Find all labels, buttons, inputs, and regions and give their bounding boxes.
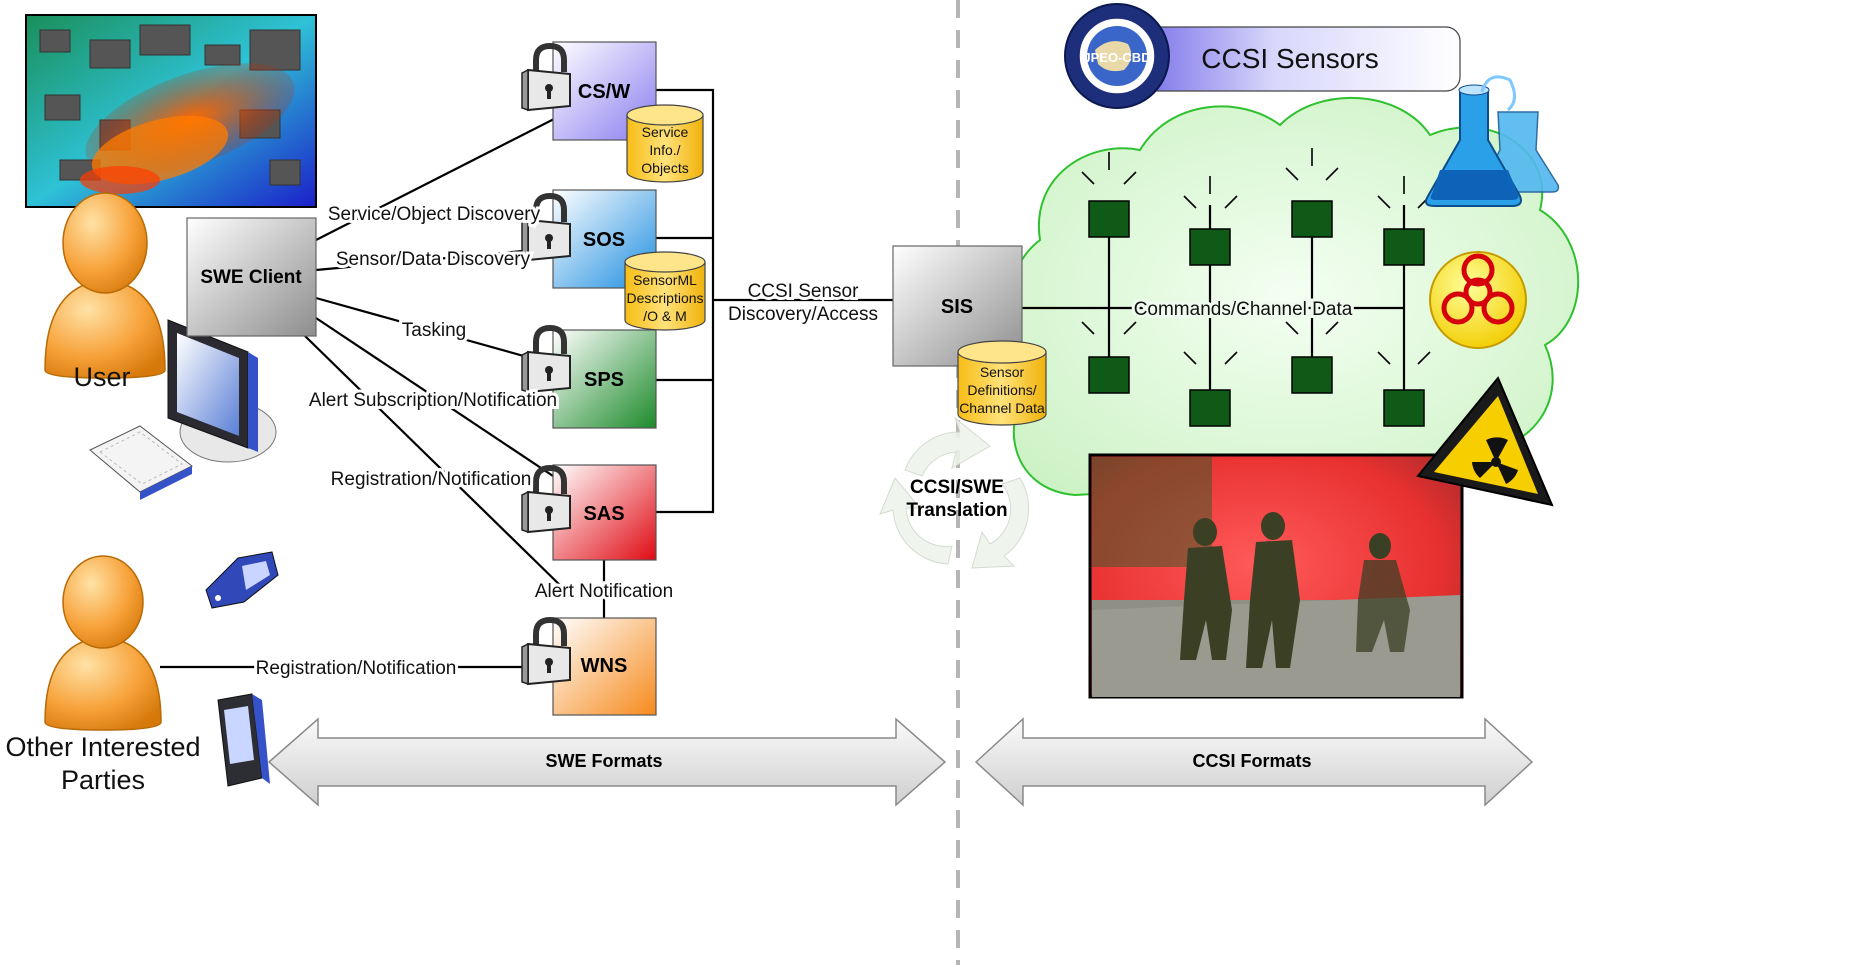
plume-map-image xyxy=(25,14,317,208)
csw-label: CS/W xyxy=(578,81,630,103)
seal-text: JPEO-CBD xyxy=(1083,50,1150,65)
edge-label-sensor-data-discovery: Sensor/Data Discovery xyxy=(336,249,531,270)
edge-label-registration-notification-other: Registration/Notification xyxy=(256,658,457,679)
sensor-antenna-marks xyxy=(1081,148,1431,365)
pda-icon xyxy=(217,693,270,787)
radiation-warning-icon xyxy=(1416,376,1554,507)
swe-formats-label: SWE Formats xyxy=(545,751,662,771)
edge-label-ccsi-discovery-line1: CCSI Sensor xyxy=(748,281,860,302)
db-line: SensorML xyxy=(633,272,697,288)
sensor-node xyxy=(1291,356,1333,394)
chemical-flask-icon xyxy=(1425,75,1560,207)
other-person-icon xyxy=(44,555,162,731)
edge-label-service-object-discovery: Service/Object Discovery xyxy=(328,204,541,225)
edge-label-tasking: Tasking xyxy=(402,320,466,341)
edge-label-alert-notification: Alert Notification xyxy=(535,581,673,602)
db-line: /O & M xyxy=(643,308,687,324)
banner-title: CCSI Sensors xyxy=(1201,43,1378,74)
jpeo-cbd-seal: JPEO-CBD xyxy=(1064,3,1170,109)
db-line: Sensor xyxy=(980,364,1025,380)
computer-icon xyxy=(89,319,277,500)
lock-icon xyxy=(521,42,571,112)
other-label-line1: Other Interested xyxy=(5,732,200,762)
sensor-node xyxy=(1383,228,1425,266)
sensor-node xyxy=(1383,389,1425,427)
edge-labels: Service/Object Discovery Sensor/Data Dis… xyxy=(253,201,881,682)
other-label-line2: Parties xyxy=(61,765,145,795)
edge-label-alert-subscription: Alert Subscription/Notification xyxy=(309,390,557,411)
edge-label-ccsi-discovery-line2: Discovery/Access xyxy=(728,304,878,325)
lock-icon xyxy=(521,616,571,686)
cell-phone-icon xyxy=(205,551,279,609)
service-info-database: Service Info./ Objects xyxy=(626,104,704,183)
db-line: Definitions/ xyxy=(967,382,1036,398)
db-line: Info./ xyxy=(649,142,680,158)
swe-formats-arrow: SWE Formats xyxy=(267,717,947,807)
sis-label: SIS xyxy=(941,296,973,318)
sensorml-database: SensorML Descriptions /O & M xyxy=(624,251,706,331)
sensor-node xyxy=(1088,356,1130,394)
sensor-node xyxy=(1189,228,1231,266)
lock-icon xyxy=(521,192,571,262)
sensor-node xyxy=(1189,389,1231,427)
lock-icon xyxy=(521,464,571,534)
field-exercise-photo xyxy=(1088,453,1464,699)
translation-label-line2: Translation xyxy=(906,500,1007,521)
swe-client-node[interactable]: SWE Client xyxy=(186,217,317,337)
db-line: Objects xyxy=(641,160,688,176)
swe-client-label: SWE Client xyxy=(200,267,302,288)
db-line: Service xyxy=(642,124,689,140)
lock-icon xyxy=(521,324,571,394)
ccsi-formats-arrow: CCSI Formats xyxy=(974,717,1534,807)
edge-label-registration-notification: Registration/Notification xyxy=(331,469,532,490)
sensor-node xyxy=(1291,200,1333,238)
sensor-node xyxy=(1088,200,1130,238)
translation-cycle-icon xyxy=(879,416,1030,569)
edge-label-commands-channel-data: Commands/Channel Data xyxy=(1134,299,1353,320)
sensor-nodes xyxy=(1088,200,1425,427)
db-line: Descriptions xyxy=(626,290,703,306)
db-line: Channel Data xyxy=(959,400,1045,416)
ccsi-sensors-banner: CCSI Sensors xyxy=(1119,26,1461,92)
biohazard-icon xyxy=(1429,251,1527,349)
user-person-icon xyxy=(44,192,166,379)
connector-lines xyxy=(160,88,893,669)
sos-label: SOS xyxy=(583,229,625,251)
user-label: User xyxy=(73,362,130,392)
translation-label-line1: CCSI/SWE xyxy=(910,477,1004,498)
sas-label: SAS xyxy=(583,503,624,525)
sps-label: SPS xyxy=(584,369,624,391)
sensor-definitions-database: Sensor Definitions/ Channel Data xyxy=(957,340,1047,426)
wns-label: WNS xyxy=(581,655,628,677)
ccsi-formats-label: CCSI Formats xyxy=(1192,751,1311,771)
